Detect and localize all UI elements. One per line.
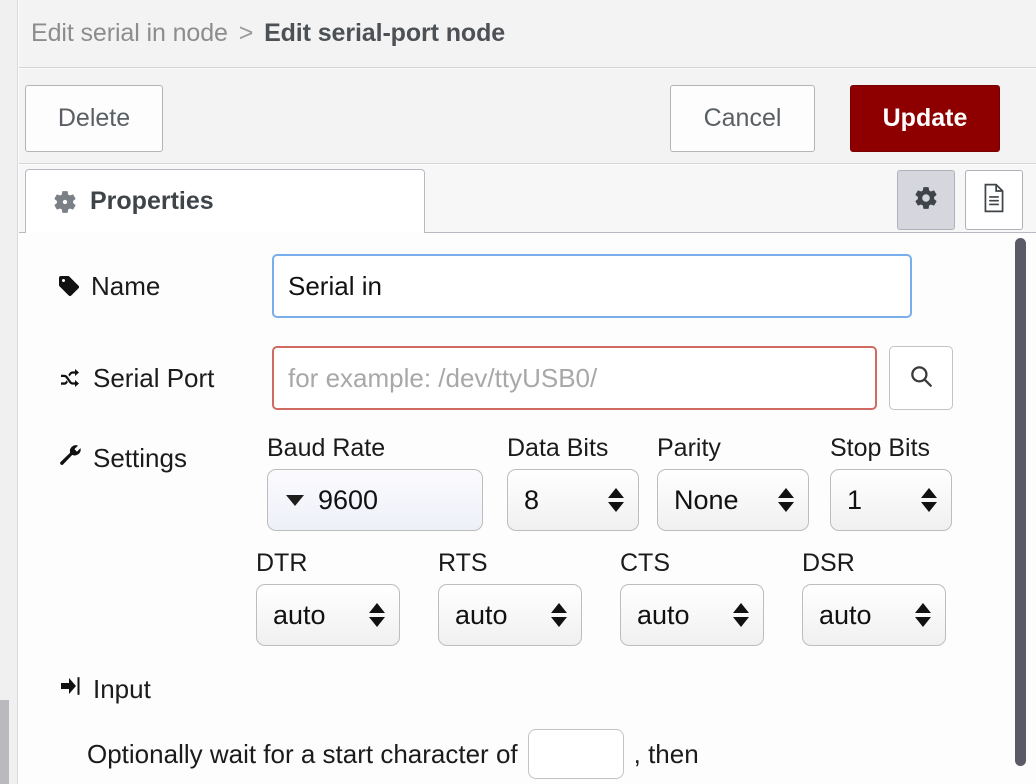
name-input[interactable] bbox=[272, 254, 912, 318]
spinner-icon bbox=[915, 603, 931, 627]
cts-caption: CTS bbox=[620, 549, 670, 577]
dsr-select[interactable]: auto bbox=[802, 584, 946, 646]
wrench-icon bbox=[57, 442, 83, 475]
gear-icon bbox=[52, 189, 78, 215]
breadcrumb-separator: > bbox=[238, 19, 254, 47]
serial-port-label-text: Serial Port bbox=[93, 362, 215, 393]
parity-select[interactable]: None bbox=[657, 469, 809, 531]
panel-scrollbar[interactable] bbox=[1011, 234, 1031, 784]
cancel-button[interactable]: Cancel bbox=[670, 85, 815, 152]
serial-port-label: Serial Port bbox=[57, 363, 272, 394]
description-view-button[interactable] bbox=[965, 170, 1023, 230]
dialog-button-bar: Delete Cancel Update bbox=[19, 69, 1036, 164]
row-serial-port: Serial Port bbox=[57, 346, 953, 410]
left-edge-gutter bbox=[0, 0, 18, 784]
field-dtr: DTR auto bbox=[256, 549, 400, 646]
parity-value: None bbox=[674, 484, 739, 515]
field-rts: RTS auto bbox=[438, 549, 582, 646]
start-character-input[interactable] bbox=[527, 729, 624, 779]
field-data-bits: Data Bits 8 bbox=[507, 434, 639, 531]
serial-port-search-button[interactable] bbox=[889, 346, 953, 410]
stop-bits-value: 1 bbox=[847, 484, 863, 515]
dialog-header: Edit serial in node > Edit serial-port n… bbox=[19, 0, 1036, 68]
document-icon bbox=[981, 183, 1007, 218]
field-baud-rate: Baud Rate 9600 bbox=[267, 434, 483, 531]
breadcrumb-current: Edit serial-port node bbox=[264, 19, 506, 47]
field-cts: CTS auto bbox=[620, 549, 764, 646]
start-character-row: Optionally wait for a start character of… bbox=[87, 729, 699, 779]
spinner-icon bbox=[551, 603, 567, 627]
dtr-caption: DTR bbox=[256, 549, 308, 577]
input-section-label: Input bbox=[57, 674, 151, 705]
baud-rate-caption: Baud Rate bbox=[267, 434, 386, 462]
spinner-icon bbox=[733, 603, 749, 627]
data-bits-value: 8 bbox=[524, 484, 540, 515]
cts-value: auto bbox=[637, 599, 690, 630]
gear-icon bbox=[913, 185, 939, 216]
spinner-icon bbox=[608, 488, 624, 512]
row-name: Name bbox=[57, 254, 912, 318]
data-bits-caption: Data Bits bbox=[507, 434, 609, 462]
rts-caption: RTS bbox=[438, 549, 488, 577]
spinner-icon bbox=[369, 603, 385, 627]
rts-select[interactable]: auto bbox=[438, 584, 582, 646]
cts-select[interactable]: auto bbox=[620, 584, 764, 646]
start-character-prefix: Optionally wait for a start character of bbox=[87, 738, 518, 769]
rts-value: auto bbox=[455, 599, 508, 630]
start-character-suffix: , then bbox=[633, 738, 699, 769]
spinner-icon bbox=[778, 488, 794, 512]
baud-rate-value: 9600 bbox=[318, 484, 379, 515]
serial-port-input[interactable] bbox=[272, 346, 877, 410]
search-icon bbox=[908, 363, 934, 394]
sign-in-icon bbox=[57, 674, 83, 705]
baud-rate-combo[interactable]: 9600 bbox=[267, 469, 483, 531]
settings-label-text: Settings bbox=[93, 443, 187, 473]
spinner-icon bbox=[921, 488, 937, 512]
chevron-down-icon bbox=[286, 494, 304, 506]
dsr-value: auto bbox=[819, 599, 872, 630]
properties-panel: Name Serial Port bbox=[19, 234, 1036, 784]
settings-label: Settings bbox=[57, 442, 187, 475]
field-dsr: DSR auto bbox=[802, 549, 946, 646]
field-stop-bits: Stop Bits 1 bbox=[830, 434, 952, 531]
dsr-caption: DSR bbox=[802, 549, 855, 577]
stop-bits-select[interactable]: 1 bbox=[830, 469, 952, 531]
breadcrumb: Edit serial in node > Edit serial-port n… bbox=[31, 19, 505, 48]
tag-icon bbox=[57, 274, 81, 298]
panel-scrollbar-thumb[interactable] bbox=[1015, 238, 1026, 766]
tab-strip: Properties bbox=[19, 165, 1036, 233]
stop-bits-caption: Stop Bits bbox=[830, 434, 931, 462]
field-parity: Parity None bbox=[657, 434, 809, 531]
parity-caption: Parity bbox=[657, 434, 721, 462]
input-section-label-text: Input bbox=[93, 674, 151, 704]
dtr-select[interactable]: auto bbox=[256, 584, 400, 646]
dtr-value: auto bbox=[273, 599, 326, 630]
breadcrumb-parent[interactable]: Edit serial in node bbox=[31, 19, 228, 47]
properties-view-button[interactable] bbox=[897, 170, 955, 230]
tab-properties-label: Properties bbox=[90, 187, 214, 215]
update-button[interactable]: Update bbox=[850, 85, 1000, 152]
shuffle-icon bbox=[57, 366, 83, 390]
edge-scrollbar-thumb[interactable] bbox=[0, 700, 9, 784]
tab-properties[interactable]: Properties bbox=[25, 169, 425, 233]
name-label-text: Name bbox=[91, 270, 161, 301]
name-label: Name bbox=[57, 271, 272, 302]
delete-button[interactable]: Delete bbox=[25, 85, 163, 152]
data-bits-select[interactable]: 8 bbox=[507, 469, 639, 531]
